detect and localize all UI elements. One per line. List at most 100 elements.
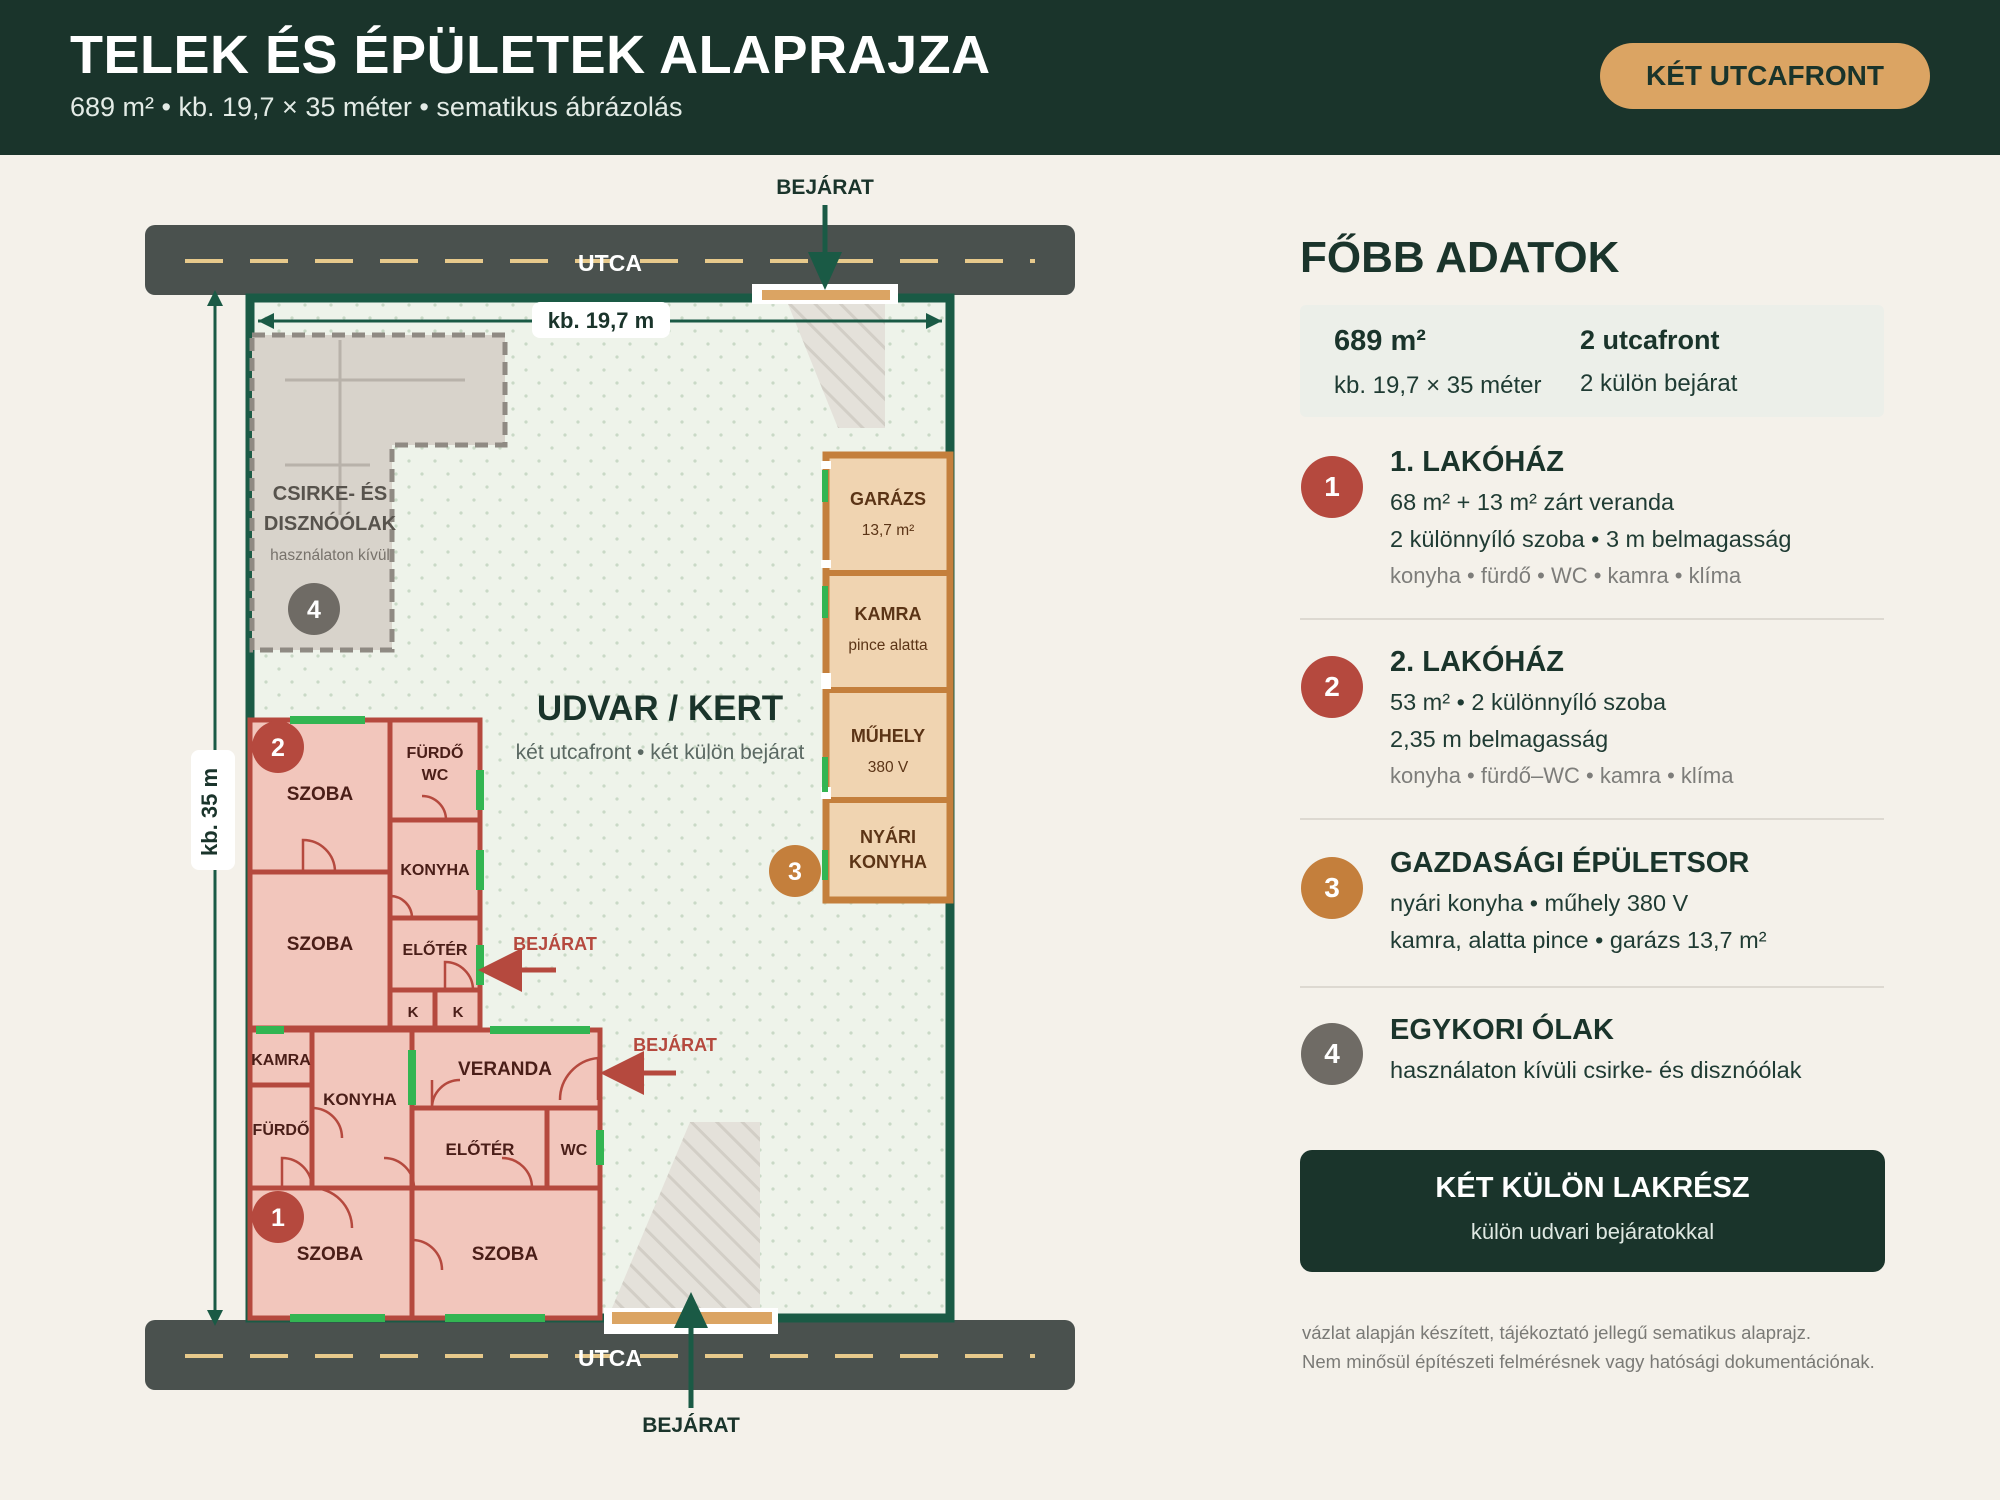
stat-frontage-value: 2 utcafront [1580,325,1720,355]
animal-pens[interactable]: CSIRKE- ÉS DISZNÓÓLAK használaton kívül … [249,332,508,653]
height-dimension: kb. 35 m [191,290,235,1326]
stat-area-label: kb. 19,7 × 35 méter [1334,372,1542,399]
page-subtitle: 689 m² • kb. 19,7 × 35 méter • sematikus… [70,92,683,122]
legend-line: használaton kívüli csirke- és disznóólak [1390,1057,1802,1083]
house2-hall: ELŐTÉR [403,940,468,959]
entrance-house1-label: BEJÁRAT [633,1034,717,1055]
house2-room-2: SZOBA [287,934,354,955]
width-dimension: kb. 19,7 m [258,302,942,338]
street-top: UTCA [145,225,1075,295]
stats-box: 689 m² kb. 19,7 × 35 méter 2 utcafront 2… [1300,305,1884,417]
width-label: kb. 19,7 m [548,308,654,333]
workshop-note: 380 V [868,759,909,776]
house2-k-2: K [453,1004,464,1021]
disclaimer-line-2: Nem minősül építészeti felmérésnek vagy … [1302,1351,1875,1372]
legend-title: 2. LAKÓHÁZ [1390,646,1564,678]
disclaimer: vázlat alapján készített, tájékoztató je… [1302,1318,1875,1376]
yard-subtitle: két utcafront • két külön bejárat [516,741,805,764]
divider [1300,818,1884,820]
house1-room-1: SZOBA [297,1244,364,1265]
info-title: FŐBB ADATOK [1300,233,1620,282]
pens-status: használaton kívül [270,547,390,564]
legend-line: 68 m² + 13 m² zárt veranda [1390,489,1675,515]
entrance-arrow-bottom: BEJÁRAT [642,1292,740,1437]
driveway-top [788,304,885,428]
garage-label: GARÁZS [850,488,926,509]
house2-marker [252,721,304,773]
entrance-arrow-top: BEJÁRAT [776,176,874,290]
banner-subtitle: külön udvari bejáratokkal [1470,1219,1715,1244]
street-front-badge[interactable]: KÉT UTCAFRONT [1600,43,1930,109]
summer-kitchen-label-1: NYÁRI [860,826,916,847]
pens-marker-num: 4 [307,596,321,624]
driveway-bottom [612,1122,760,1308]
house1-marker [252,1191,304,1243]
house2-marker-num: 2 [271,734,285,762]
street-bottom: UTCA [145,1320,1075,1390]
banner-title: KÉT KÜLÖN LAKRÉSZ [1435,1172,1750,1204]
legend-marker-4: 4 [1301,1023,1363,1085]
stat-frontage: 2 utcafront 2 külön bejárat [1580,325,1737,398]
pantry-label: KAMRA [855,604,922,624]
legend-line: 2 különnyíló szoba • 3 m belmagasság [1390,526,1792,552]
house1-room-2: SZOBA [472,1244,539,1265]
legend-line: konyha • fürdő • WC • kamra • klíma [1390,563,1742,588]
entrance-bottom-label: BEJÁRAT [642,1414,740,1437]
outbuildings-marker-num: 3 [788,858,802,886]
house1-pantry: KAMRA [251,1052,311,1069]
legend-marker-1: 1 [1301,456,1363,518]
stat-area: 689 m² kb. 19,7 × 35 méter [1334,325,1541,400]
house1-veranda: VERANDA [458,1059,552,1080]
house1-kitchen: KONYHA [323,1090,397,1109]
header: TELEK ÉS ÉPÜLETEK ALAPRAJZA 689 m² • kb.… [0,0,2000,155]
outbuilding-row[interactable]: GARÁZS 13,7 m² KAMRA pince alatta MŰHELY… [769,451,954,904]
garage-size: 13,7 m² [862,522,915,539]
house2-k-1: K [408,1004,419,1021]
street-bottom-label: UTCA [578,1345,642,1371]
house1-hall: ELŐTÉR [446,1140,515,1159]
summer-kitchen-label-2: KONYHA [849,852,927,872]
page-title: TELEK ÉS ÉPÜLETEK ALAPRAJZA [70,25,991,85]
house2-bath-1: FÜRDŐ [407,743,464,762]
house2-room-1: SZOBA [287,784,354,805]
entrance-arrow-house-2: BEJÁRAT [478,933,597,992]
legend-title: EGYKORI ÓLAK [1390,1014,1614,1046]
legend-line: nyári konyha • műhely 380 V [1390,890,1689,916]
house-1[interactable]: KAMRA KONYHA FÜRDŐ VERANDA ELŐTÉR WC SZO… [247,1026,604,1322]
pantry-note: pince alatta [848,637,928,654]
two-units-banner[interactable]: KÉT KÜLÖN LAKRÉSZ külön udvari bejáratok… [1300,1150,1885,1272]
site-plan: UTCA UTCA BEJÁRAT BEJÁRAT [0,155,1110,1500]
legend-marker-3: 3 [1301,857,1363,919]
legend-marker-2: 2 [1301,656,1363,718]
house2-bath-2: WC [422,767,449,784]
legend-title: GAZDASÁGI ÉPÜLETSOR [1390,847,1750,879]
legend-title: 1. LAKÓHÁZ [1390,446,1564,478]
entrance-arrow-house-1: BEJÁRAT [600,1034,717,1095]
disclaimer-line-1: vázlat alapján készített, tájékoztató je… [1302,1322,1812,1343]
entrance-house2-label: BEJÁRAT [513,933,597,954]
site-plan-drawing: UTCA UTCA BEJÁRAT BEJÁRAT [145,176,1075,1437]
stat-frontage-label: 2 külön bejárat [1580,370,1738,397]
house2-kitchen: KONYHA [400,862,470,879]
gate-top[interactable] [762,290,890,300]
house-2[interactable]: SZOBA SZOBA FÜRDŐ WC KONYHA ELŐTÉR K K 2 [247,716,484,1031]
pens-label-1: CSIRKE- ÉS [273,482,387,505]
house1-bath: FÜRDŐ [253,1120,310,1139]
height-label: kb. 35 m [197,768,222,856]
workshop-label: MŰHELY [851,725,925,746]
legend-line: 2,35 m belmagasság [1390,726,1609,752]
legend-line: konyha • fürdő–WC • kamra • klíma [1390,763,1734,788]
house1-wc: WC [561,1142,588,1159]
legend-line: 53 m² • 2 különnyíló szoba [1390,689,1667,715]
pens-label-2: DISZNÓÓLAK [264,511,397,535]
street-top-label: UTCA [578,250,642,276]
legend-line: kamra, alatta pince • garázs 13,7 m² [1390,927,1767,953]
outbuildings-marker [769,845,821,897]
divider [1300,618,1884,620]
divider [1300,986,1884,988]
stat-area-value: 689 m² [1334,325,1426,357]
entrance-top-label: BEJÁRAT [776,176,874,199]
yard-title: UDVAR / KERT [537,689,783,728]
house1-marker-num: 1 [271,1204,285,1232]
pens-marker [288,583,340,635]
